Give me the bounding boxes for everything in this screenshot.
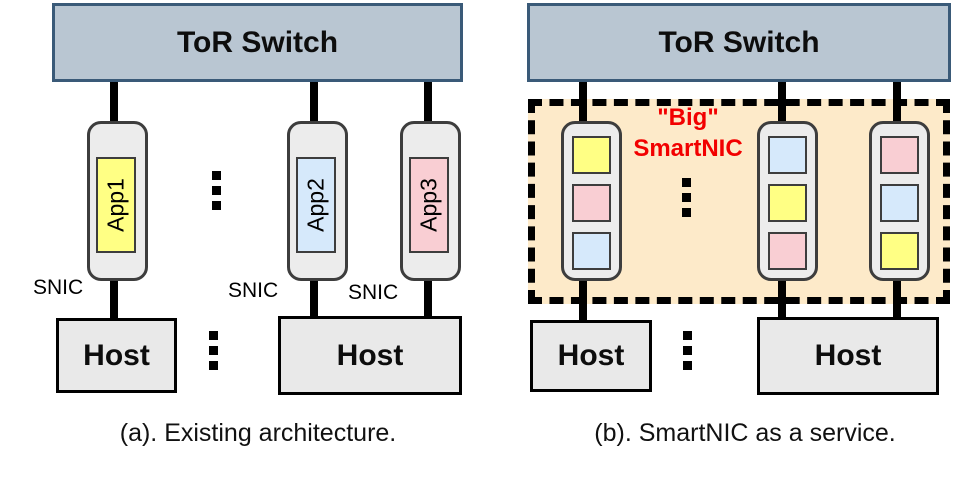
tenant-square (572, 136, 611, 174)
caption-b: (b). SmartNIC as a service. (594, 419, 896, 447)
tenant-square (880, 184, 919, 222)
snic-box-app3: App3 (400, 121, 461, 281)
nic-column-3 (869, 121, 930, 281)
nic-column-2 (757, 121, 818, 281)
big-smartnic-label-line1: "Big" (657, 104, 719, 131)
snic-label-3: SNIC (348, 281, 399, 304)
nic-column-1 (561, 121, 622, 281)
app2-box: App2 (296, 157, 336, 253)
host-label-b2: Host (814, 339, 882, 372)
caption-a: (a). Existing architecture. (119, 419, 397, 447)
big-smartnic-label-line2: SmartNIC (633, 135, 743, 162)
app2-label: App2 (302, 178, 329, 232)
link-tor-nic2-b (778, 80, 786, 124)
tenant-square (768, 232, 807, 270)
vertical-ellipsis-icon (212, 171, 221, 210)
link-nic1-host1-b (579, 279, 587, 322)
link-tor-nic3-b (893, 80, 901, 124)
host-box-b2: Host (757, 317, 939, 395)
tor-switch-box-a: ToR Switch (52, 3, 463, 82)
tor-switch-box-b: ToR Switch (527, 3, 951, 82)
snic-box-app1: App1 (87, 121, 148, 281)
link-tor-snic1-a (110, 80, 118, 124)
snic-label-1: SNIC (33, 276, 84, 299)
link-nic2-host2-b (778, 279, 786, 319)
app1-box: App1 (96, 157, 136, 253)
snic-label-2: SNIC (228, 279, 279, 302)
host-label-b1: Host (557, 339, 625, 372)
app1-label: App1 (102, 178, 129, 232)
tor-switch-label-a: ToR Switch (176, 25, 339, 59)
host-box-b1: Host (530, 320, 652, 392)
link-snic1-host1-a (110, 278, 118, 320)
link-tor-snic2-a (310, 80, 318, 124)
vertical-ellipsis-icon (682, 178, 691, 217)
host-box-a2: Host (278, 316, 462, 395)
link-tor-nic1-b (579, 80, 587, 124)
host-label-a1: Host (83, 338, 150, 372)
link-tor-snic3-a (424, 80, 432, 124)
host-label-a2: Host (336, 338, 404, 372)
tenant-square (880, 232, 919, 270)
tenant-square (768, 184, 807, 222)
link-snic3-host2-a (424, 278, 432, 318)
tenant-square (572, 184, 611, 222)
link-snic2-host2-a (310, 278, 318, 318)
app3-box: App3 (409, 157, 449, 253)
link-nic3-host2-b (893, 279, 901, 319)
big-smartnic-label: "Big" SmartNIC (613, 102, 763, 164)
app3-label: App3 (415, 178, 442, 232)
vertical-ellipsis-icon (683, 331, 692, 370)
tor-switch-label-b: ToR Switch (658, 25, 820, 59)
host-box-a1: Host (56, 318, 177, 393)
tenant-square (768, 136, 807, 174)
vertical-ellipsis-icon (209, 331, 218, 370)
snic-box-app2: App2 (287, 121, 348, 281)
tenant-square (572, 232, 611, 270)
tenant-square (880, 136, 919, 174)
